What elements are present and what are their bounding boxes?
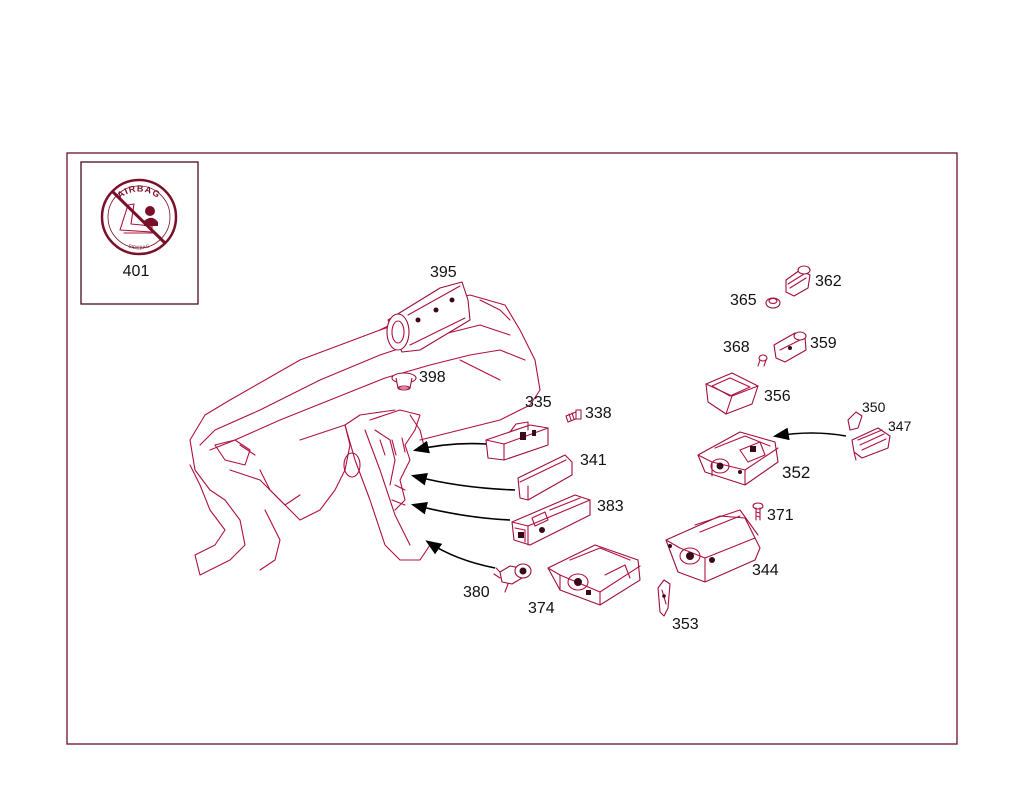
part-label-395: 395 <box>430 264 457 281</box>
part-label-362: 362 <box>815 273 842 290</box>
part-label-341: 341 <box>580 452 607 469</box>
part-label-371: 371 <box>767 507 794 524</box>
part-label-338: 338 <box>585 405 612 422</box>
part-label-368: 368 <box>723 339 750 356</box>
part-395-passenger-airbag <box>386 281 471 353</box>
part-label-335: 335 <box>525 394 552 411</box>
part-344-ashtray <box>665 509 761 583</box>
part-350-trim <box>847 411 863 431</box>
part-368-pin <box>757 354 768 367</box>
part-341-cover <box>517 454 573 501</box>
part-label-352: 352 <box>782 463 810 482</box>
part-label-359: 359 <box>810 335 837 352</box>
part-371-screw <box>752 502 764 521</box>
part-label-350: 350 <box>862 399 886 415</box>
part-362-lighter <box>785 265 811 297</box>
part-label-401: 401 <box>123 263 150 280</box>
part-label-380: 380 <box>463 584 490 601</box>
part-label-347: 347 <box>888 418 912 434</box>
part-383-switch-unit <box>511 494 591 546</box>
part-359-socket <box>773 331 807 363</box>
inset-box: AIRBAG SIDEBAG 401 <box>80 161 199 305</box>
part-label-374: 374 <box>528 600 555 617</box>
part-398-clip <box>391 372 417 391</box>
part-374-ashtray-housing <box>547 544 641 606</box>
part-label-398: 398 <box>419 369 446 386</box>
part-353-clip <box>657 579 671 617</box>
part-365-cap <box>765 297 781 309</box>
dashboard-assembly <box>189 294 541 576</box>
part-label-344: 344 <box>752 562 779 579</box>
part-380-lamp <box>493 563 532 593</box>
part-label-356: 356 <box>764 388 791 405</box>
part-label-365: 365 <box>730 292 757 309</box>
badge-subtitle: SIDEBAG <box>127 243 150 251</box>
diagram-frame <box>66 152 958 745</box>
part-352-housing <box>697 431 779 486</box>
part-label-383: 383 <box>597 498 624 515</box>
part-356-cup-insert <box>705 372 759 415</box>
airbag-warning-badge: AIRBAG SIDEBAG <box>100 178 178 256</box>
svg-text:SIDEBAG: SIDEBAG <box>127 243 150 251</box>
part-label-353: 353 <box>672 616 699 633</box>
part-338-screw <box>565 409 582 423</box>
part-347-trim <box>851 427 891 461</box>
part-335-bracket <box>485 421 549 461</box>
